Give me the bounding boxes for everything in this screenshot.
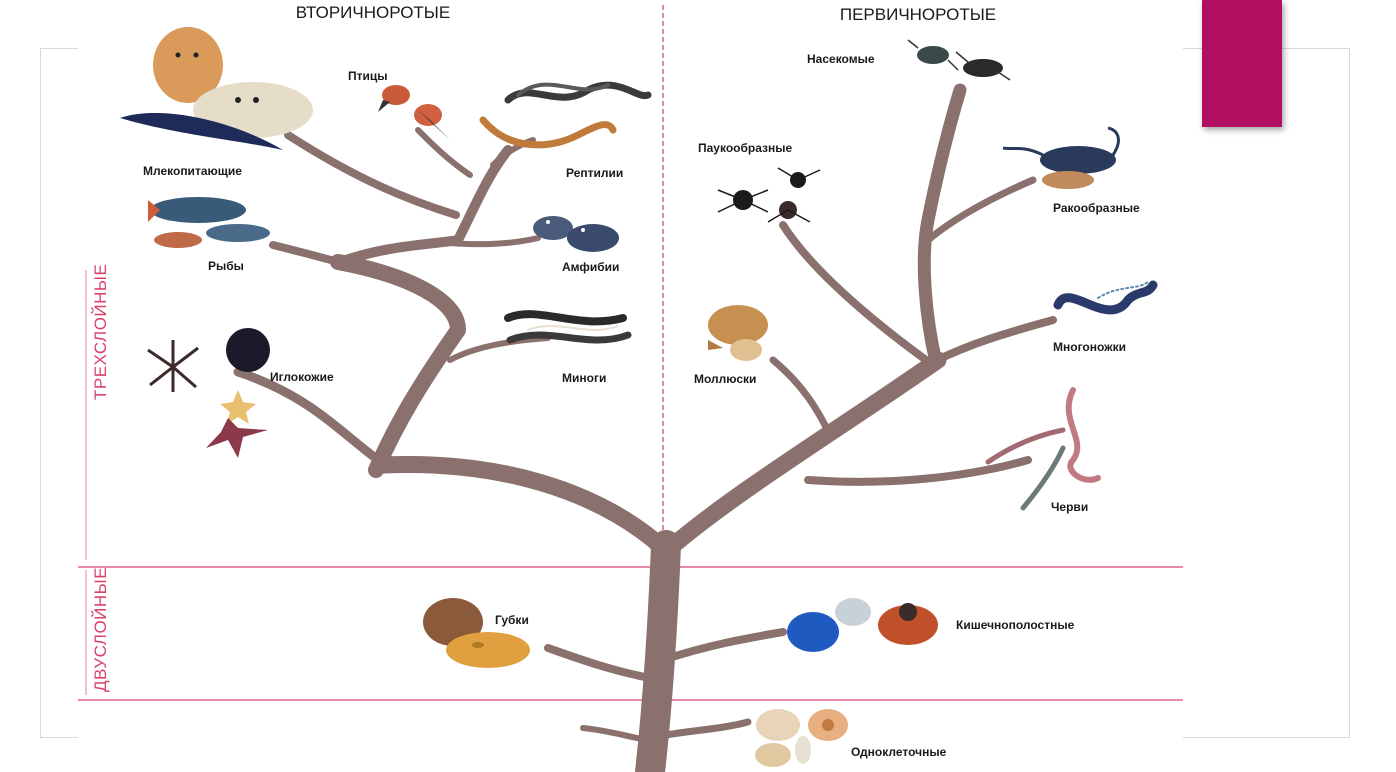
label-lampreys: Миноги (562, 371, 606, 385)
branch-deutero-stem (330, 254, 466, 478)
label-myriapods: Многоножки (1053, 340, 1126, 354)
branch-birds (415, 127, 473, 178)
label-sponges: Губки (495, 613, 529, 627)
branch-arachnids (779, 221, 937, 369)
label-birds: Птицы (348, 69, 388, 83)
branch-tetrapods (335, 145, 513, 267)
label-mammals: Млекопитающие (143, 164, 242, 178)
reptiles-illustration (479, 81, 652, 149)
branch-mammals (284, 131, 460, 219)
header-protostomes: ПЕРВИЧНОРОТЫЕ (840, 5, 996, 24)
insects-illustration (907, 39, 1011, 81)
label-cnidarians: Кишечнополостные (956, 618, 1075, 632)
branch-unicellular (646, 718, 752, 742)
label-insects: Насекомые (807, 52, 875, 66)
branch-protostomes (661, 351, 947, 557)
label-unicellular: Одноклеточные (851, 745, 947, 759)
label-arachnids: Паукообразные (698, 141, 793, 155)
birds-illustration (378, 85, 450, 140)
branch-sponges (544, 644, 654, 682)
fish-illustration (148, 197, 270, 248)
worms-illustration (985, 387, 1101, 511)
branch-worms (804, 456, 1032, 486)
amphibians-illustration (533, 216, 619, 252)
echinoderms-illustration (147, 328, 270, 458)
organism-illustrations (120, 27, 1158, 767)
branch-amphibians (445, 235, 541, 248)
label-fish: Рыбы (208, 259, 244, 273)
molluscs-illustration (708, 305, 768, 361)
lampreys-illustration (504, 310, 632, 344)
label-echinoderms: Иглокожие (270, 370, 334, 384)
arachnids-illustration (717, 167, 821, 223)
label-worms: Черви (1051, 500, 1088, 514)
branch-crustaceans (924, 176, 1037, 244)
side-label-diploblastic: ДВУСЛОЙНЫЕ (91, 567, 110, 692)
branch-fish (269, 241, 342, 266)
branch-lampreys (447, 335, 551, 363)
unicellular-illustration (755, 709, 848, 767)
label-amphibians: Амфибии (562, 260, 619, 274)
branch-deuterostomes (374, 455, 672, 557)
branch-arthropod-stem (917, 83, 967, 369)
branch-molluscs (769, 356, 834, 439)
evolution-tree-diagram: ВТОРИЧНОРОТЫЕ ПЕРВИЧНОРОТЫЕ ТРЕХСЛОЙНЫЕ … (78, 0, 1183, 772)
label-reptiles: Рептилии (566, 166, 623, 180)
branch-root-left (580, 725, 649, 743)
myriapods-illustration (1053, 280, 1158, 315)
side-label-triploblastic: ТРЕХСЛОЙНЫЕ (91, 264, 110, 400)
sponges-illustration (423, 598, 530, 668)
cnidarians-illustration (787, 598, 938, 652)
accent-tab (1202, 0, 1282, 127)
divider-lines (78, 5, 1183, 701)
branch-echinoderms (233, 367, 383, 465)
crustaceans-illustration (1002, 126, 1120, 189)
branch-myriapods (929, 316, 1057, 366)
label-crustaceans: Ракообразные (1053, 201, 1140, 215)
mammals-illustration (120, 27, 313, 150)
tree-branches (233, 83, 1057, 772)
label-molluscs: Моллюски (694, 372, 756, 386)
branch-cnidarians (659, 628, 787, 664)
header-deuterostomes: ВТОРИЧНОРОТЫЕ (296, 3, 450, 22)
